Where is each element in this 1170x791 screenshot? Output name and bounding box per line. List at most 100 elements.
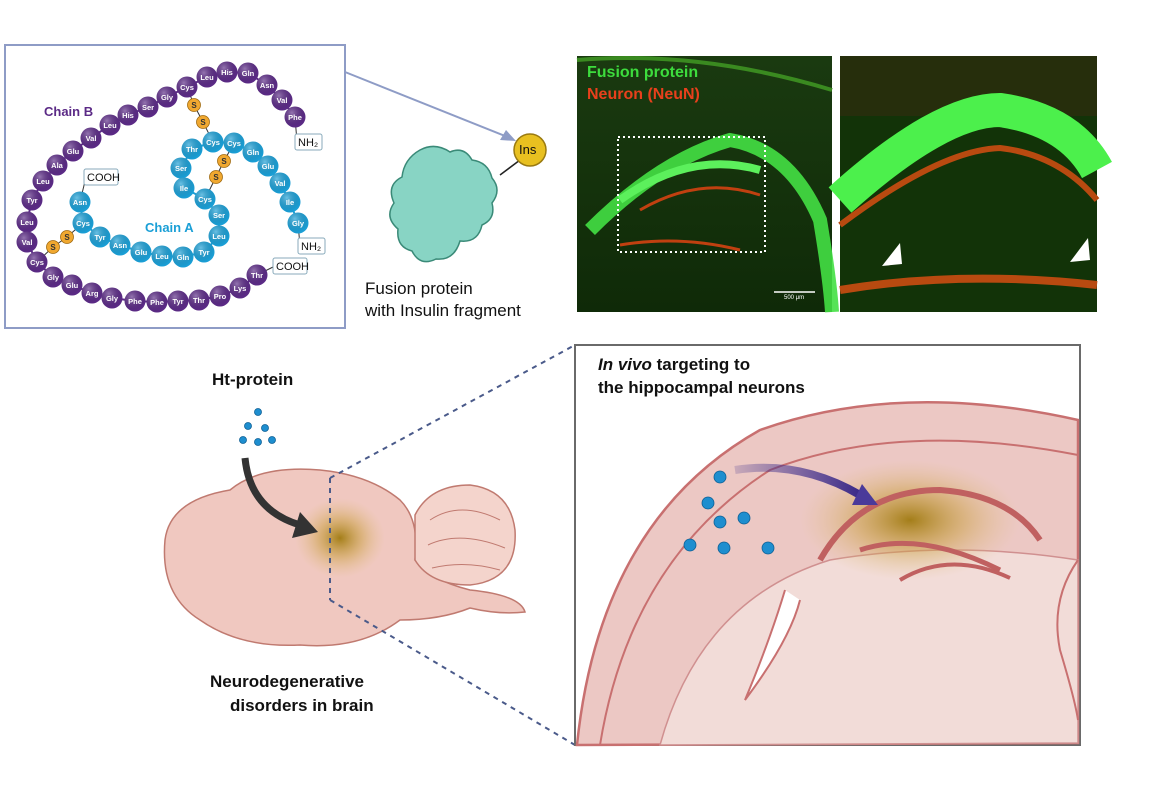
svg-text:Gly: Gly [106, 294, 119, 303]
zoom-panel-title-line2: the hippocampal neurons [598, 378, 805, 397]
pointer-arrow [344, 71, 511, 139]
sulfur-atom: S [196, 115, 210, 129]
chain-b-residue: Gly [101, 287, 123, 309]
chain-b-residue: Tyr [167, 290, 189, 312]
chain-a-residue: Thr [181, 138, 203, 160]
chain-a-residue: Asn [109, 234, 131, 256]
svg-text:Ala: Ala [51, 161, 64, 170]
svg-text:S: S [221, 157, 227, 166]
chain-a-residue: Tyr [193, 241, 215, 263]
chain-a-residue: Cys [72, 212, 94, 234]
svg-text:Asn: Asn [113, 241, 128, 250]
chain-b-residue: Leu [16, 211, 38, 233]
sulfur-atom: S [217, 154, 231, 168]
ht-protein-dot [268, 436, 276, 444]
chain-a-nh2-box [297, 237, 326, 255]
svg-text:Phe: Phe [150, 298, 164, 307]
svg-text:Cys: Cys [76, 219, 90, 228]
svg-text:Thr: Thr [251, 271, 263, 280]
fusion-protein-icon [389, 145, 498, 263]
chain-a-residue: Gly [287, 212, 309, 234]
svg-text:Thr: Thr [193, 296, 205, 305]
svg-text:Pro: Pro [214, 292, 227, 301]
chain-b-residue: Gly [156, 86, 178, 108]
svg-text:S: S [213, 173, 219, 182]
chain-b-residue: Gly [42, 266, 64, 288]
chain-b-residue: Phe [146, 291, 168, 313]
svg-text:S: S [64, 233, 70, 242]
ht-protein-dot [244, 422, 252, 430]
svg-text:Cys: Cys [30, 258, 44, 267]
chain-b-residue: Phe [284, 106, 306, 128]
scale-bar-label: 500 μm [784, 295, 805, 301]
svg-text:Tyr: Tyr [26, 196, 37, 205]
chain-a-cooh: COOH [87, 172, 120, 184]
svg-text:Tyr: Tyr [94, 233, 105, 242]
svg-text:Ser: Ser [213, 211, 225, 220]
micrograph-overview [576, 56, 839, 313]
chain-b-residue: Leu [32, 170, 54, 192]
svg-text:Glu: Glu [262, 162, 275, 171]
ht-protein-dot [737, 511, 751, 525]
sulfur-atom: S [187, 98, 201, 112]
svg-text:Glu: Glu [67, 147, 80, 156]
svg-text:Thr: Thr [186, 145, 198, 154]
targeting-arrow-icon [852, 484, 878, 505]
chain-a-residue: Ile [279, 191, 301, 213]
ht-protein-dot [239, 436, 247, 444]
chain-b-residue: Thr [188, 289, 210, 311]
chain-b-residue: Pro [209, 285, 231, 307]
chain-b-residue: Val [271, 89, 293, 111]
svg-text:Ser: Ser [175, 164, 187, 173]
svg-text:Phe: Phe [288, 113, 302, 122]
svg-text:Phe: Phe [128, 297, 142, 306]
brain-caption-line1: Neurodegenerative [210, 672, 364, 691]
brain-caption-line2: disorders in brain [230, 696, 374, 715]
chain-b-residue: Ser [137, 96, 159, 118]
svg-text:Glu: Glu [135, 248, 148, 257]
chain-a-residue: Cys [194, 188, 216, 210]
svg-text:Ser: Ser [142, 103, 154, 112]
svg-text:Gln: Gln [177, 253, 190, 262]
chain-a-residue: Glu [130, 241, 152, 263]
chain-b-residue: Val [16, 231, 38, 253]
svg-text:Leu: Leu [36, 177, 50, 186]
svg-text:Leu: Leu [20, 218, 34, 227]
svg-text:Val: Val [86, 134, 97, 143]
ht-protein-dot [254, 438, 262, 446]
arrowhead-marker-icon [882, 243, 902, 266]
svg-text:Asn: Asn [260, 81, 275, 90]
ht-protein-dot [761, 541, 775, 555]
svg-text:Val: Val [275, 179, 286, 188]
legend-neuron: Neuron (NeuN) [587, 86, 700, 103]
disulfide-bond [36, 222, 84, 263]
insulin-structure: NH₂NH₂COOHCOOHPheValAsnGlnHisLeuCysGlySe… [16, 61, 326, 313]
chain-b-residue: Glu [61, 274, 83, 296]
ht-protein-dot [683, 538, 697, 552]
fusion-caption-line1: Fusion protein [365, 279, 473, 298]
svg-text:Asn: Asn [73, 198, 88, 207]
svg-text:Val: Val [22, 238, 33, 247]
chain-b-cooh: COOH [276, 261, 309, 273]
chain-a-label: Chain A [145, 220, 194, 235]
svg-text:Tyr: Tyr [198, 248, 209, 257]
chain-b-residue: Lys [229, 277, 251, 299]
mouse-brain-illustration [163, 457, 526, 647]
svg-text:Gln: Gln [242, 69, 255, 78]
ht-protein-dot [713, 515, 727, 529]
chain-b-cooh-box [272, 257, 308, 275]
arrowhead-marker-icon [1070, 238, 1090, 262]
chain-a-residue: Cys [202, 131, 224, 153]
title-rest: targeting to [651, 355, 751, 374]
svg-text:Ile: Ile [180, 184, 188, 193]
ht-protein-dots [239, 408, 276, 446]
chain-b-residue: Tyr [21, 189, 43, 211]
chain-b-residue: Glu [62, 140, 84, 162]
ht-protein-dot [713, 470, 727, 484]
svg-text:Ile: Ile [286, 198, 294, 207]
svg-text:Glu: Glu [66, 281, 79, 290]
sulfur-atom: S [46, 240, 60, 254]
chain-a-residue: Glu [257, 155, 279, 177]
micrograph-zoom [828, 56, 1112, 312]
